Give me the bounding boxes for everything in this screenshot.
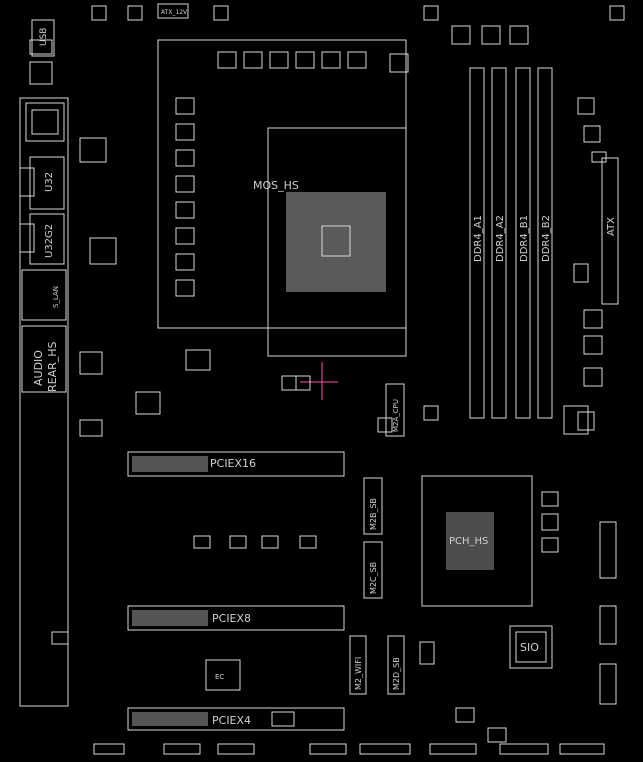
rear-io-column: USB U32 U32G2 S_LAN AUDIO REAR_HS [19, 19, 69, 707]
u32g2-label: U32G2 [44, 224, 55, 258]
ddr4-a1-label: DDR4_A1 [473, 215, 484, 262]
choke-dv [389, 53, 409, 73]
cap-top-3 [509, 25, 529, 45]
pcie-slots: PCIEX16 PCIEX8 PCIEX4 [127, 451, 345, 731]
usb-stack-1-inner [31, 109, 59, 135]
dimm-a1-slot [469, 67, 485, 419]
f-panel-header [559, 743, 605, 755]
rear-io-shield-outline [19, 97, 69, 707]
mount-hole-top-3 [213, 5, 229, 21]
cpu-pin-grid [286, 192, 386, 292]
side-header-2 [599, 605, 617, 645]
sio-label: SIO [520, 641, 539, 654]
pciex4-slot [127, 707, 345, 731]
lan-label: S_LAN [52, 286, 60, 308]
sio-chip [509, 625, 553, 669]
sio-chip-inner [515, 631, 547, 663]
ec-label: EC [215, 673, 224, 681]
m2-wifi-label: M2_WIFI [354, 657, 363, 690]
side-header-1 [599, 521, 617, 579]
atx-label: ATX [606, 217, 617, 236]
mos-hs-label: MOS_HS [253, 179, 299, 192]
usb-label: USB [39, 28, 49, 46]
m2-slots: M2A_CPU M2B_SB M2C_SB M2_WIFI M2D_SB [349, 383, 405, 695]
ddr4-b1-label: DDR4_B1 [519, 215, 530, 262]
usb-stack-u32-tab [19, 167, 35, 197]
mount-hole-top-4 [423, 5, 439, 21]
usb-stack-u32g2 [29, 213, 65, 265]
mount-hole-top-2 [127, 5, 143, 21]
mos-heatsink-area: MOS_HS [157, 39, 409, 329]
top-edge-parts: ATX_12V [91, 3, 625, 45]
m2c-sb-label: M2C_SB [369, 562, 378, 594]
atx12v-connector [157, 3, 189, 19]
usb-port-top [31, 19, 55, 57]
atx-connector: ATX [601, 157, 619, 305]
cpu-socket-outline [267, 127, 407, 357]
cpu-socket [267, 127, 407, 400]
cap-top-2 [481, 25, 501, 45]
ec-chip [205, 659, 241, 691]
usb-stack-1 [25, 102, 65, 142]
vrm-top-row [217, 51, 367, 69]
m2a-cpu-label: M2A_CPU [392, 399, 400, 432]
fan-connectors [583, 309, 617, 705]
pch-hs-outline [421, 475, 533, 607]
pch-hs-label: PCH_HS [449, 536, 488, 547]
m2d-sb-slot [387, 635, 405, 695]
audio-label: AUDIO [32, 350, 45, 386]
mount-hole-top-left [91, 5, 107, 21]
dimm-a2-slot [491, 67, 507, 419]
u32-label: U32 [44, 172, 55, 192]
bottom-edge-headers [93, 743, 605, 755]
m2b-sb-slot [363, 477, 383, 535]
m2b-sb-label: M2B_SB [369, 498, 378, 530]
pciex16-label: PCIEX16 [210, 457, 256, 470]
rear-hs-label: REAR_HS [46, 341, 59, 392]
ddr4-b2-label: DDR4_B2 [541, 215, 552, 262]
pciex8-slot [127, 605, 345, 631]
cpu-socket-center [321, 225, 351, 257]
pciex8-label: PCIEX8 [212, 612, 251, 625]
vrm-left-column [175, 97, 195, 297]
super-io-area: SIO EC [205, 625, 553, 691]
m2d-sb-label: M2D_SB [392, 657, 401, 690]
m2-wifi-slot [349, 635, 367, 695]
dimm-b1-slot [515, 67, 531, 419]
usb-stack-u32 [29, 156, 65, 210]
audio-jack-stack [21, 325, 67, 393]
pciex16-slot [127, 451, 345, 477]
usb-stack-u32g2-tab [19, 223, 35, 253]
dimm-b2-slot [537, 67, 553, 419]
atx-24pin-outline [601, 157, 619, 305]
cap-top-1 [451, 25, 471, 45]
m2c-sb-slot [363, 541, 383, 599]
side-header-3 [599, 663, 617, 705]
mount-hole-top-right [609, 5, 625, 21]
pch-heatsink-area: PCH_HS [421, 475, 533, 607]
smd-components [29, 39, 607, 743]
pciex4-label: PCIEX4 [212, 714, 251, 727]
dimm-slots: DDR4_A1 DDR4_A2 DDR4_B1 DDR4_B2 [469, 67, 553, 419]
cpu-fan-header [583, 309, 603, 329]
atx12v-label: ATX_12V [161, 9, 188, 16]
ddr4-a2-label: DDR4_A2 [495, 215, 506, 262]
pch-chip [446, 512, 494, 570]
lan-port [21, 269, 67, 321]
m2a-cpu-slot [385, 383, 405, 437]
